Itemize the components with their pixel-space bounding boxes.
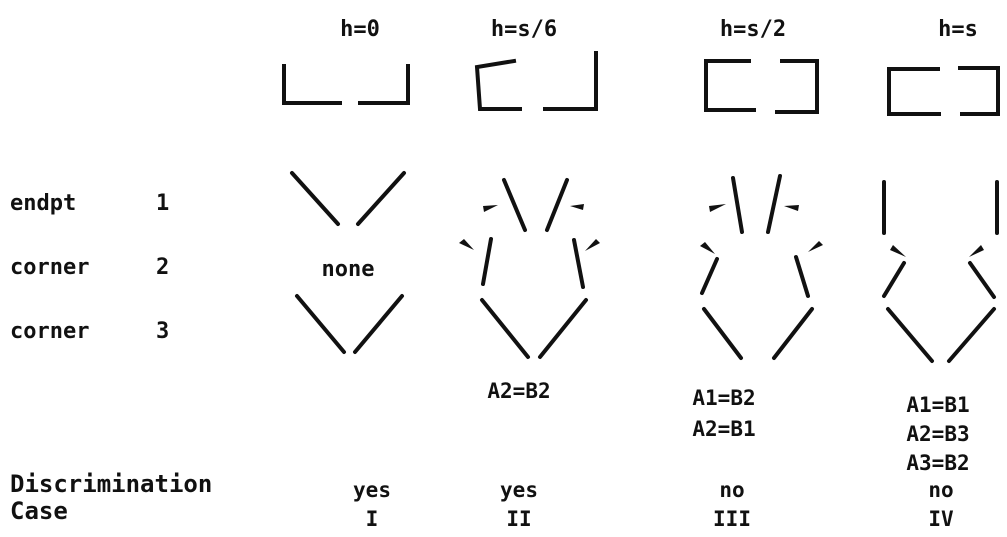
- match-case4-3: A3=B2: [906, 451, 969, 475]
- shape-case1: [282, 64, 410, 105]
- header-case4: h=s: [938, 17, 978, 42]
- match-case3-2: A2=B1: [692, 417, 755, 441]
- shape-case2: [474, 51, 598, 111]
- arrow-case3-4: [808, 241, 823, 252]
- discrimination-case3: no: [719, 478, 744, 502]
- header-case3: h=s/2: [720, 17, 786, 42]
- arrow-case2-4: [585, 239, 600, 251]
- discrimination-case4: no: [928, 478, 953, 502]
- arrow-case3-1: [709, 204, 726, 212]
- arrow-case4-2: [969, 245, 984, 257]
- row-label-corner3: corner: [10, 319, 89, 344]
- case-number-1: I: [366, 507, 379, 531]
- case-label: Case: [10, 497, 68, 525]
- arrow-case4-1: [890, 245, 906, 257]
- discrimination-label: Discrimination: [10, 470, 212, 498]
- match-case4-1: A1=B1: [906, 393, 969, 417]
- none-label: none: [322, 257, 375, 282]
- header-case2: h=s/6: [491, 17, 557, 42]
- row-index-1: 1: [156, 191, 169, 216]
- segments-case4: [882, 180, 999, 363]
- segments-case2: [459, 178, 600, 359]
- arrow-case3-2: [784, 205, 799, 211]
- arrow-case3-3: [700, 242, 715, 254]
- shape-case3: [704, 59, 819, 114]
- shape-case4: [887, 66, 1000, 116]
- segments-case3: [700, 174, 823, 360]
- discrimination-case2: yes: [500, 478, 538, 502]
- case-number-2: II: [506, 507, 531, 531]
- case-number-4: IV: [928, 507, 954, 531]
- row-label-endpt: endpt: [10, 191, 76, 216]
- match-case3-1: A1=B2: [692, 386, 755, 410]
- header-case1: h=0: [340, 17, 380, 42]
- row-index-2: 2: [156, 255, 169, 280]
- segments-case1: [290, 171, 406, 354]
- case-number-3: III: [713, 507, 751, 531]
- row-index-3: 3: [156, 319, 169, 344]
- match-case2-1: A2=B2: [487, 379, 550, 403]
- arrow-case2-1: [483, 205, 498, 212]
- discrimination-case1: yes: [353, 478, 391, 502]
- arrow-case2-2: [570, 204, 584, 210]
- row-label-corner2: corner: [10, 255, 89, 280]
- arrow-case2-3: [459, 239, 474, 250]
- match-case4-2: A2=B3: [906, 422, 969, 446]
